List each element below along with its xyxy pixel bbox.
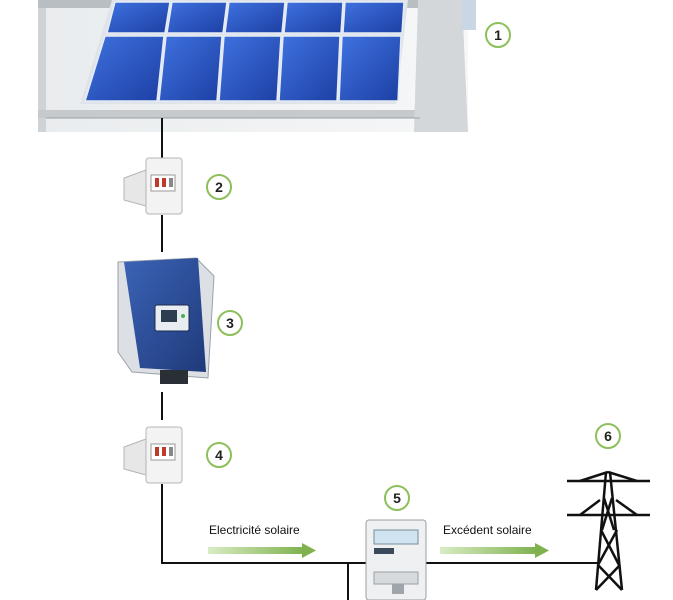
solar-panels: [80, 0, 408, 104]
badge-meter: 5: [384, 485, 410, 511]
flow-label-solar: Electricité solaire: [209, 523, 300, 537]
inverter-device: [117, 257, 215, 384]
flow-arrow-solar: [208, 543, 316, 558]
badge-inverter: 3: [217, 310, 243, 336]
badge-grid: 6: [595, 423, 621, 449]
badge-dc-isolator: 2: [206, 174, 232, 200]
electricity-meter: [365, 519, 427, 600]
flow-arrow-surplus: [440, 543, 549, 558]
badge-solar-panels: 1: [485, 22, 511, 48]
badge-ac-isolator: 4: [206, 442, 232, 468]
ac-isolator-box: [123, 426, 183, 484]
wiring: [161, 118, 598, 600]
dc-isolator-box: [123, 157, 183, 215]
transmission-tower: [567, 470, 650, 591]
flow-label-surplus: Excédent solaire: [443, 523, 532, 537]
